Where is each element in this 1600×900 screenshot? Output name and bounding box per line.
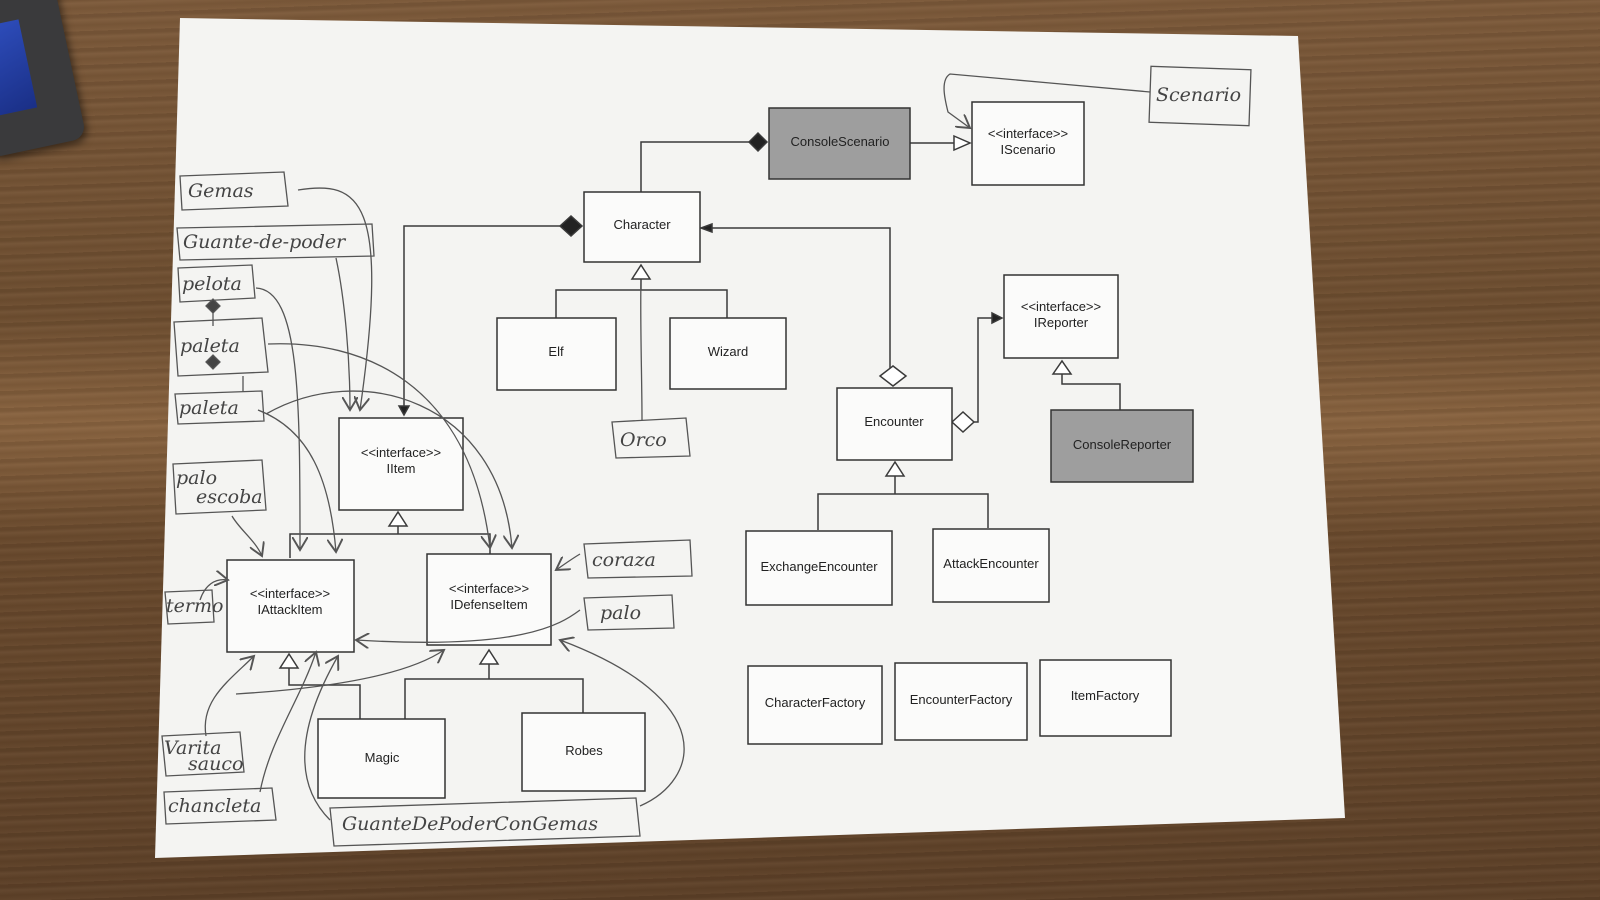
class-label: AttackEncounter [943,556,1039,571]
class-label: Magic [365,750,400,765]
paper-surface [155,18,1345,858]
handwritten-notes: Scenario Gemas Guante-de-poder pelota pa… [164,84,1241,835]
class-label: IItem [387,461,416,476]
note-paleta: paleta [180,335,240,357]
class-label: Robes [565,743,603,758]
class-label: CharacterFactory [765,695,866,710]
class-label: ExchangeEncounter [760,559,878,574]
note-coraza: coraza [592,549,656,571]
note-palo-2: palo [600,602,641,624]
class-iattackitem: <<interface>> IAttackItem [226,559,355,653]
class-idefenseitem: <<interface>> IDefenseItem [426,553,552,646]
class-wizard: Wizard [669,317,787,390]
class-console-scenario: ConsoleScenario [768,107,911,180]
class-label: Elf [548,344,564,359]
class-label: ItemFactory [1071,688,1140,703]
note-guante-gemas: GuanteDePoderConGemas [342,813,598,835]
stereotype-label: <<interface>> [449,581,529,596]
class-character-factory: CharacterFactory [747,665,883,745]
note-chancleta: chancleta [168,795,261,817]
class-exchange-encounter: ExchangeEncounter [745,530,893,606]
note-gemas: Gemas [188,180,254,202]
stereotype-label: <<interface>> [250,586,330,601]
class-label: Wizard [708,344,748,359]
class-encounter: Encounter [836,387,953,461]
note-varita: Varita [164,737,221,759]
stereotype-label: <<interface>> [988,126,1068,141]
note-pelota: pelota [182,273,242,295]
note-scenario: Scenario [1156,84,1241,106]
class-attack-encounter: AttackEncounter [932,528,1050,603]
note-escoba: escoba [196,486,263,508]
class-iscenario: <<interface>> IScenario [971,101,1085,186]
stereotype-label: <<interface>> [1021,299,1101,314]
uml-markers [278,131,1073,669]
class-label: Character [613,217,671,232]
class-label: EncounterFactory [910,692,1013,707]
class-label: IAttackItem [257,602,322,617]
note-termo: termo [166,595,223,617]
class-character: Character [583,191,701,263]
class-label: Encounter [864,414,924,429]
class-robes: Robes [521,712,646,792]
stereotype-label: <<interface>> [361,445,441,460]
class-label: IReporter [1034,315,1089,330]
class-item-factory: ItemFactory [1039,659,1172,737]
class-label: ConsoleReporter [1073,437,1172,452]
pencil-lines [161,65,1252,847]
class-console-reporter: ConsoleReporter [1050,409,1194,483]
class-label: IScenario [1001,142,1056,157]
note-guante-de-poder: Guante-de-poder [183,231,347,253]
note-paleta-2: paleta [179,397,239,419]
class-label: ConsoleScenario [790,134,889,149]
class-iitem: <<interface>> IItem [338,417,464,511]
class-label: IDefenseItem [450,597,527,612]
note-orco: Orco [620,429,667,451]
note-sauco: sauco [188,753,243,775]
class-ireporter: <<interface>> IReporter [1003,274,1119,359]
note-palo: palo [176,467,217,489]
class-encounter-factory: EncounterFactory [894,662,1028,741]
class-elf: Elf [496,317,617,391]
class-magic: Magic [317,718,446,799]
